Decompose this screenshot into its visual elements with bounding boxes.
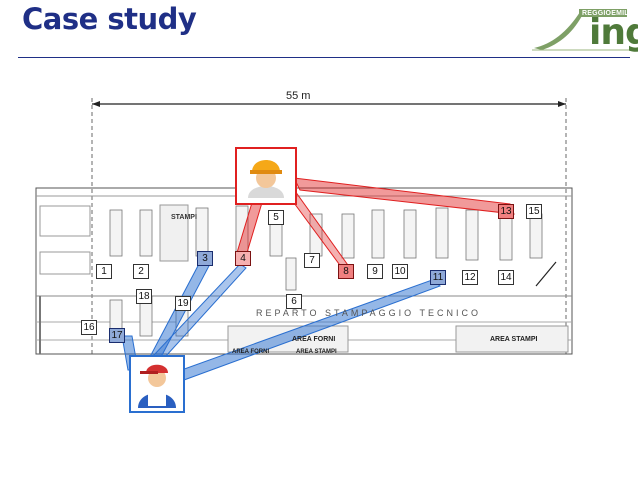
logo-mark-icon [532, 9, 632, 51]
machine-marker-5[interactable]: 5 [268, 210, 284, 225]
red-worker-links [235, 177, 515, 269]
machine-marker-19[interactable]: 19 [175, 296, 191, 311]
machine-marker-15[interactable]: 15 [526, 204, 542, 219]
area-stampi-label: AREA STAMPI [296, 349, 337, 355]
worker-hardhat-icon [235, 147, 297, 205]
area-forni-label: AREA FORNI [292, 336, 336, 343]
area-stampi-label: AREA STAMPI [490, 336, 538, 343]
machine-marker-18[interactable]: 18 [136, 289, 152, 304]
logo-ing-text: ing [589, 12, 638, 53]
title-divider [18, 57, 630, 58]
machine-marker-7[interactable]: 7 [304, 253, 320, 268]
machine-marker-6[interactable]: 6 [286, 294, 302, 309]
dimension-line [91, 98, 567, 355]
department-label: REPARTO STAMPAGGIO TECNICO [256, 308, 482, 318]
dimension-label: 55 m [286, 90, 311, 102]
machine-marker-9[interactable]: 9 [367, 264, 383, 279]
machine-marker-12[interactable]: 12 [462, 270, 478, 285]
machine-marker-16[interactable]: 16 [81, 320, 97, 335]
machine-marker-3[interactable]: 3 [197, 251, 213, 266]
worker-cap-icon [129, 355, 185, 413]
page-title: Case study [22, 2, 197, 36]
machine-marker-17[interactable]: 17 [109, 328, 125, 343]
machine-marker-14[interactable]: 14 [498, 270, 514, 285]
machine-marker-11[interactable]: 11 [430, 270, 446, 285]
machine-marker-1[interactable]: 1 [96, 264, 112, 279]
area-forni-label: AREA FORNI [232, 349, 270, 355]
stampi-label: STAMPI [171, 213, 197, 222]
machine-marker-2[interactable]: 2 [133, 264, 149, 279]
logo: REGGIOEMILIA ing [532, 4, 638, 54]
machine-marker-13[interactable]: 13 [498, 204, 514, 219]
machine-marker-10[interactable]: 10 [392, 264, 408, 279]
machine-marker-8[interactable]: 8 [338, 264, 354, 279]
building-outline [35, 187, 573, 355]
blue-worker-links [121, 261, 442, 381]
machine-marker-4[interactable]: 4 [235, 251, 251, 266]
logo-brand-text: REGGIOEMILIA [582, 10, 637, 17]
